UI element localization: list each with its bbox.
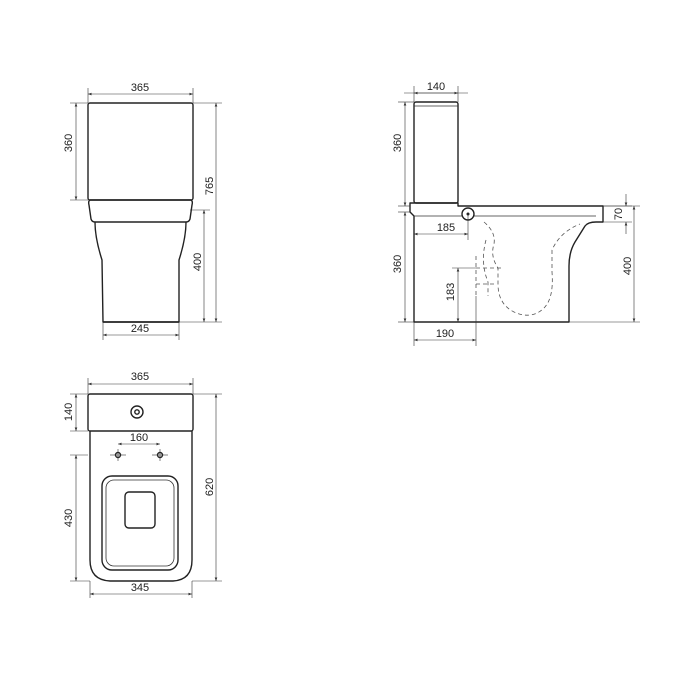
side-tank-height-label: 360	[392, 134, 404, 152]
top-tank-depth-label: 140	[63, 403, 75, 421]
side-inlet-offset-label: 185	[437, 222, 455, 234]
side-tank-depth-label: 140	[427, 81, 445, 93]
flush-button-outer	[130, 405, 144, 419]
front-bowl-height-label: 400	[192, 253, 204, 271]
top-view: 365 140 160 430 620 345	[63, 371, 222, 598]
side-bowl-height-right-label: 400	[622, 257, 634, 275]
top-tank-width-label: 365	[131, 371, 149, 383]
top-total-depth-label: 620	[204, 478, 216, 496]
front-total-height-label: 765	[204, 177, 216, 195]
side-rim-label: 70	[613, 208, 625, 220]
front-rim	[87, 199, 194, 223]
side-body	[409, 202, 604, 323]
top-seat-depth-label: 430	[63, 509, 75, 527]
side-bowl-height-left-label: 360	[392, 255, 404, 273]
side-outlet-offset-label: 190	[436, 328, 454, 340]
side-outlet-height-label: 183	[445, 283, 457, 301]
front-view: 365 360 765 400 245	[63, 82, 222, 340]
front-tank	[87, 102, 194, 201]
top-bowl-width-label: 345	[131, 582, 149, 594]
front-tank-height-label: 360	[63, 134, 75, 152]
front-pedestal	[94, 221, 187, 323]
side-trap-hidden	[483, 221, 581, 316]
front-base-width-label: 245	[131, 323, 149, 335]
flush-button-inner	[134, 409, 140, 415]
top-tank	[87, 393, 194, 432]
side-view: 140 360 70 400 185 360 183 190	[392, 81, 640, 346]
top-seat	[101, 475, 179, 571]
top-bowl	[89, 431, 193, 582]
top-fixing-spacing-label: 160	[130, 432, 148, 444]
top-lid	[124, 491, 156, 529]
front-width-label: 365	[131, 82, 149, 94]
side-tank	[413, 101, 459, 204]
